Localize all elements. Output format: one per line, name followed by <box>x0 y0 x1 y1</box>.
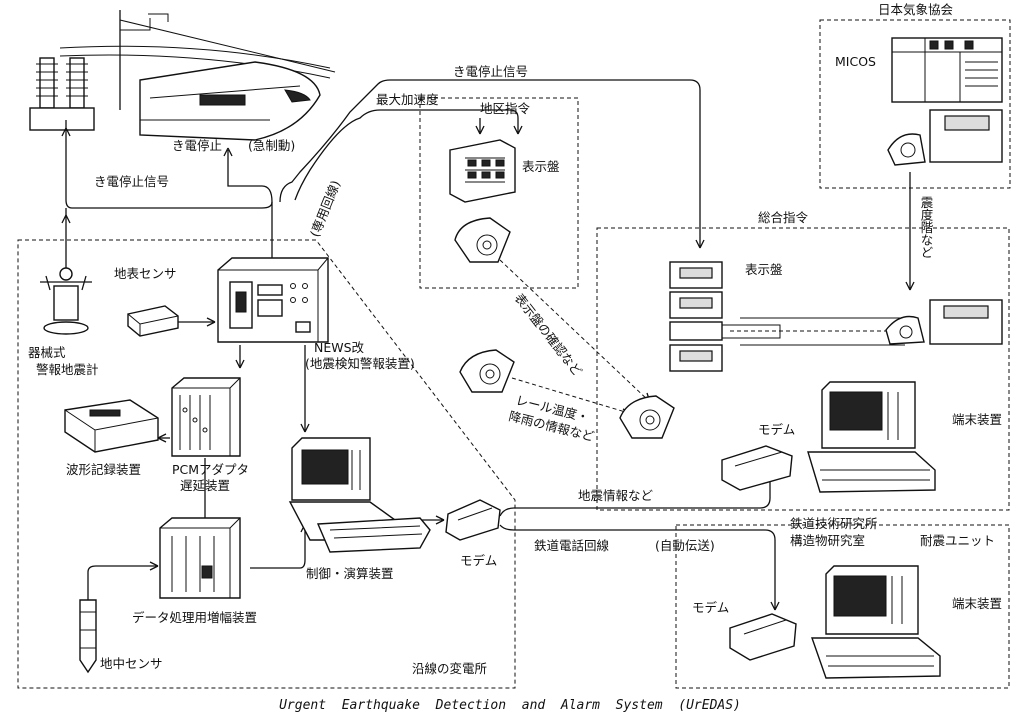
insulator-icon <box>29 57 95 131</box>
amplifier-label: データ処理用増幅装置 <box>132 610 257 625</box>
feed-stop-signal-left-label: き電停止信号 <box>94 174 169 189</box>
general-display-label: 表示盤 <box>745 262 783 277</box>
news-label-1: NEWS改 <box>314 340 365 355</box>
district-display-panel <box>449 139 516 203</box>
bottom-terminal-label: 端末装置 <box>952 596 1002 611</box>
general-modem-label: モデム <box>758 422 795 437</box>
quake-info-label: 地震情報など <box>578 488 654 503</box>
mech-seismometer-label-2: 警報地震計 <box>36 362 99 377</box>
substation-label: 沿線の変電所 <box>412 661 487 676</box>
general-telephone-icon <box>885 299 1003 345</box>
district-telephone-icon <box>454 217 511 263</box>
pcm-adapter-unit <box>171 377 241 457</box>
confirm-display-label: 表示盤の確認など <box>512 291 586 379</box>
max-accel-label: 最大加速度 <box>376 92 439 107</box>
train-illustration <box>29 10 336 141</box>
center-modem-icon <box>445 499 501 541</box>
district-command-label: 地区指令 <box>480 101 531 116</box>
ground-sensor-icon <box>127 305 179 337</box>
underground-sensor-label: 地中センサ <box>100 656 163 671</box>
seismic-unit-label: 耐震ユニット <box>920 533 995 548</box>
rail-info-telephone-icon <box>459 349 515 393</box>
bottom-terminal-icon <box>811 565 941 679</box>
receiving-telephone-icon <box>619 395 675 439</box>
feed-stop-label: き電停止 <box>172 138 222 153</box>
rail-phone-line-label: 鉄道電話回線 <box>534 538 610 553</box>
rtri-region-box <box>675 524 1010 689</box>
substation-region-box <box>17 239 516 689</box>
waveform-recorder-icon <box>64 399 159 453</box>
dedicated-line <box>279 79 701 248</box>
district-command-region-box <box>419 97 579 289</box>
ground-sensor-label: 地表センサ <box>114 266 177 281</box>
general-terminal-label: 端末装置 <box>952 412 1002 427</box>
mechanical-seismometer-icon <box>40 267 92 335</box>
general-terminal-icon <box>807 381 936 493</box>
rtri-label-2: 構造物研究室 <box>790 533 865 548</box>
pcm-label-1: PCMアダプタ <box>172 462 249 477</box>
control-unit-label: 制御・演算装置 <box>306 566 394 581</box>
jma-telephone-icon <box>887 109 1003 166</box>
rtri-label-1: 鉄道技術研究所 <box>790 516 878 531</box>
pcm-label-2: 遅延装置 <box>180 478 230 493</box>
jma-label: 日本気象協会 <box>878 2 954 17</box>
general-modem-icon <box>721 445 793 491</box>
diagram-caption: Urgent Earthquake Detection and Alarm Sy… <box>279 698 741 713</box>
news-unit[interactable] <box>217 257 329 343</box>
mech-seismometer-label-1: 器械式 <box>28 345 66 360</box>
general-command-label: 総合指令 <box>758 210 809 225</box>
micos-label: MICOS <box>835 54 876 69</box>
district-display-label: 表示盤 <box>522 159 560 174</box>
controller-computer-icon[interactable] <box>288 437 431 553</box>
dedicated-line-label: (専用回線) <box>307 178 343 239</box>
feed-stop-bus <box>65 120 273 209</box>
emergency-brake-label: (急制動) <box>248 138 295 153</box>
waveform-recorder-label: 波形記録装置 <box>66 462 141 477</box>
seismic-intensity-label: 震度階など <box>919 196 934 259</box>
auto-transmission-label: (自動伝送) <box>655 538 715 553</box>
general-command-region-box <box>596 227 1010 511</box>
feed-stop-signal-top-label: き電停止信号 <box>453 64 528 79</box>
amplifier-unit <box>159 517 241 599</box>
jma-region-box <box>819 19 1011 189</box>
news-label-2: (地震検知警報装置) <box>305 356 415 371</box>
general-display-panel <box>669 261 905 372</box>
bottom-modem-label: モデム <box>692 600 729 615</box>
micos-unit <box>891 37 1003 103</box>
center-modem-label: モデム <box>460 553 497 568</box>
underground-sensor-icon <box>79 599 97 674</box>
bottom-modem-icon <box>729 613 797 661</box>
